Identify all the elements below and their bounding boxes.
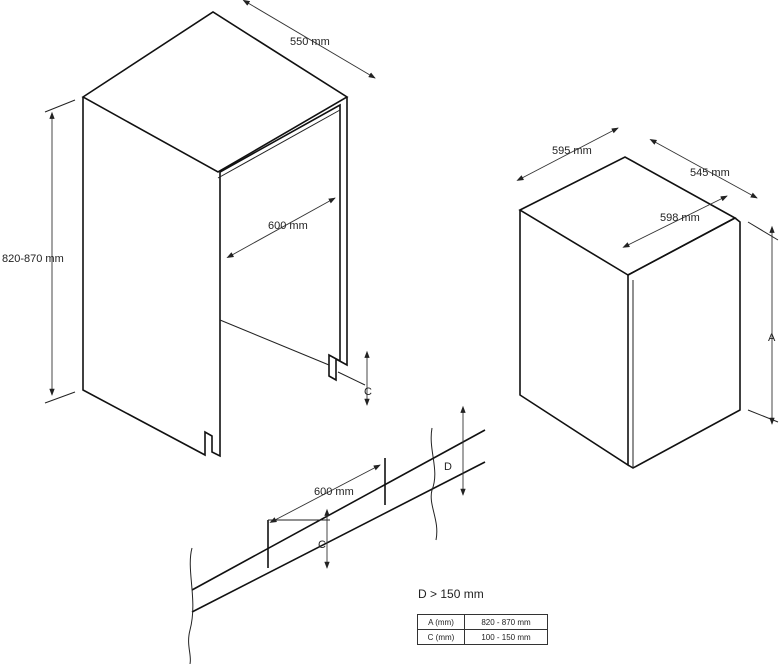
- spec-value: 820 - 870 mm: [464, 614, 548, 630]
- spec-value: 100 - 150 mm: [464, 629, 548, 645]
- appliance-depth-label: 545 mm: [690, 167, 730, 179]
- cabinet-drawing: [81, 11, 349, 458]
- plinth-width-arrow: [269, 464, 381, 523]
- appliance-depth-arrow: [649, 138, 758, 199]
- spec-key: C (mm): [417, 629, 465, 645]
- opening-width-arrow: [226, 197, 336, 259]
- cabinet-height-label: 820-870 mm: [2, 253, 64, 265]
- appliance-height-label: A: [768, 332, 776, 344]
- table-row: A (mm) 820 - 870 mm: [417, 614, 548, 630]
- detail-d-label: D: [444, 461, 452, 473]
- spec-table: A (mm) 820 - 870 mm C (mm) 100 - 150 mm: [417, 614, 548, 645]
- appliance-width-label: 595 mm: [552, 145, 592, 157]
- detail-c-label: C: [318, 539, 326, 551]
- appliance-width-arrow: [516, 127, 619, 181]
- door-width-label: 598 mm: [660, 212, 700, 224]
- door-width-arrow: [622, 195, 728, 248]
- table-row: C (mm) 100 - 150 mm: [417, 629, 548, 645]
- spec-key: A (mm): [417, 614, 465, 630]
- cabinet-depth-arrow: [242, 0, 376, 79]
- plinth-c-label: C: [364, 386, 372, 398]
- cabinet-depth-label: 550 mm: [290, 36, 330, 48]
- d-condition: D > 150 mm: [418, 587, 484, 601]
- plinth-width-label: 600 mm: [314, 486, 354, 498]
- opening-width-label: 600 mm: [268, 220, 308, 232]
- appliance-drawing: [518, 156, 741, 469]
